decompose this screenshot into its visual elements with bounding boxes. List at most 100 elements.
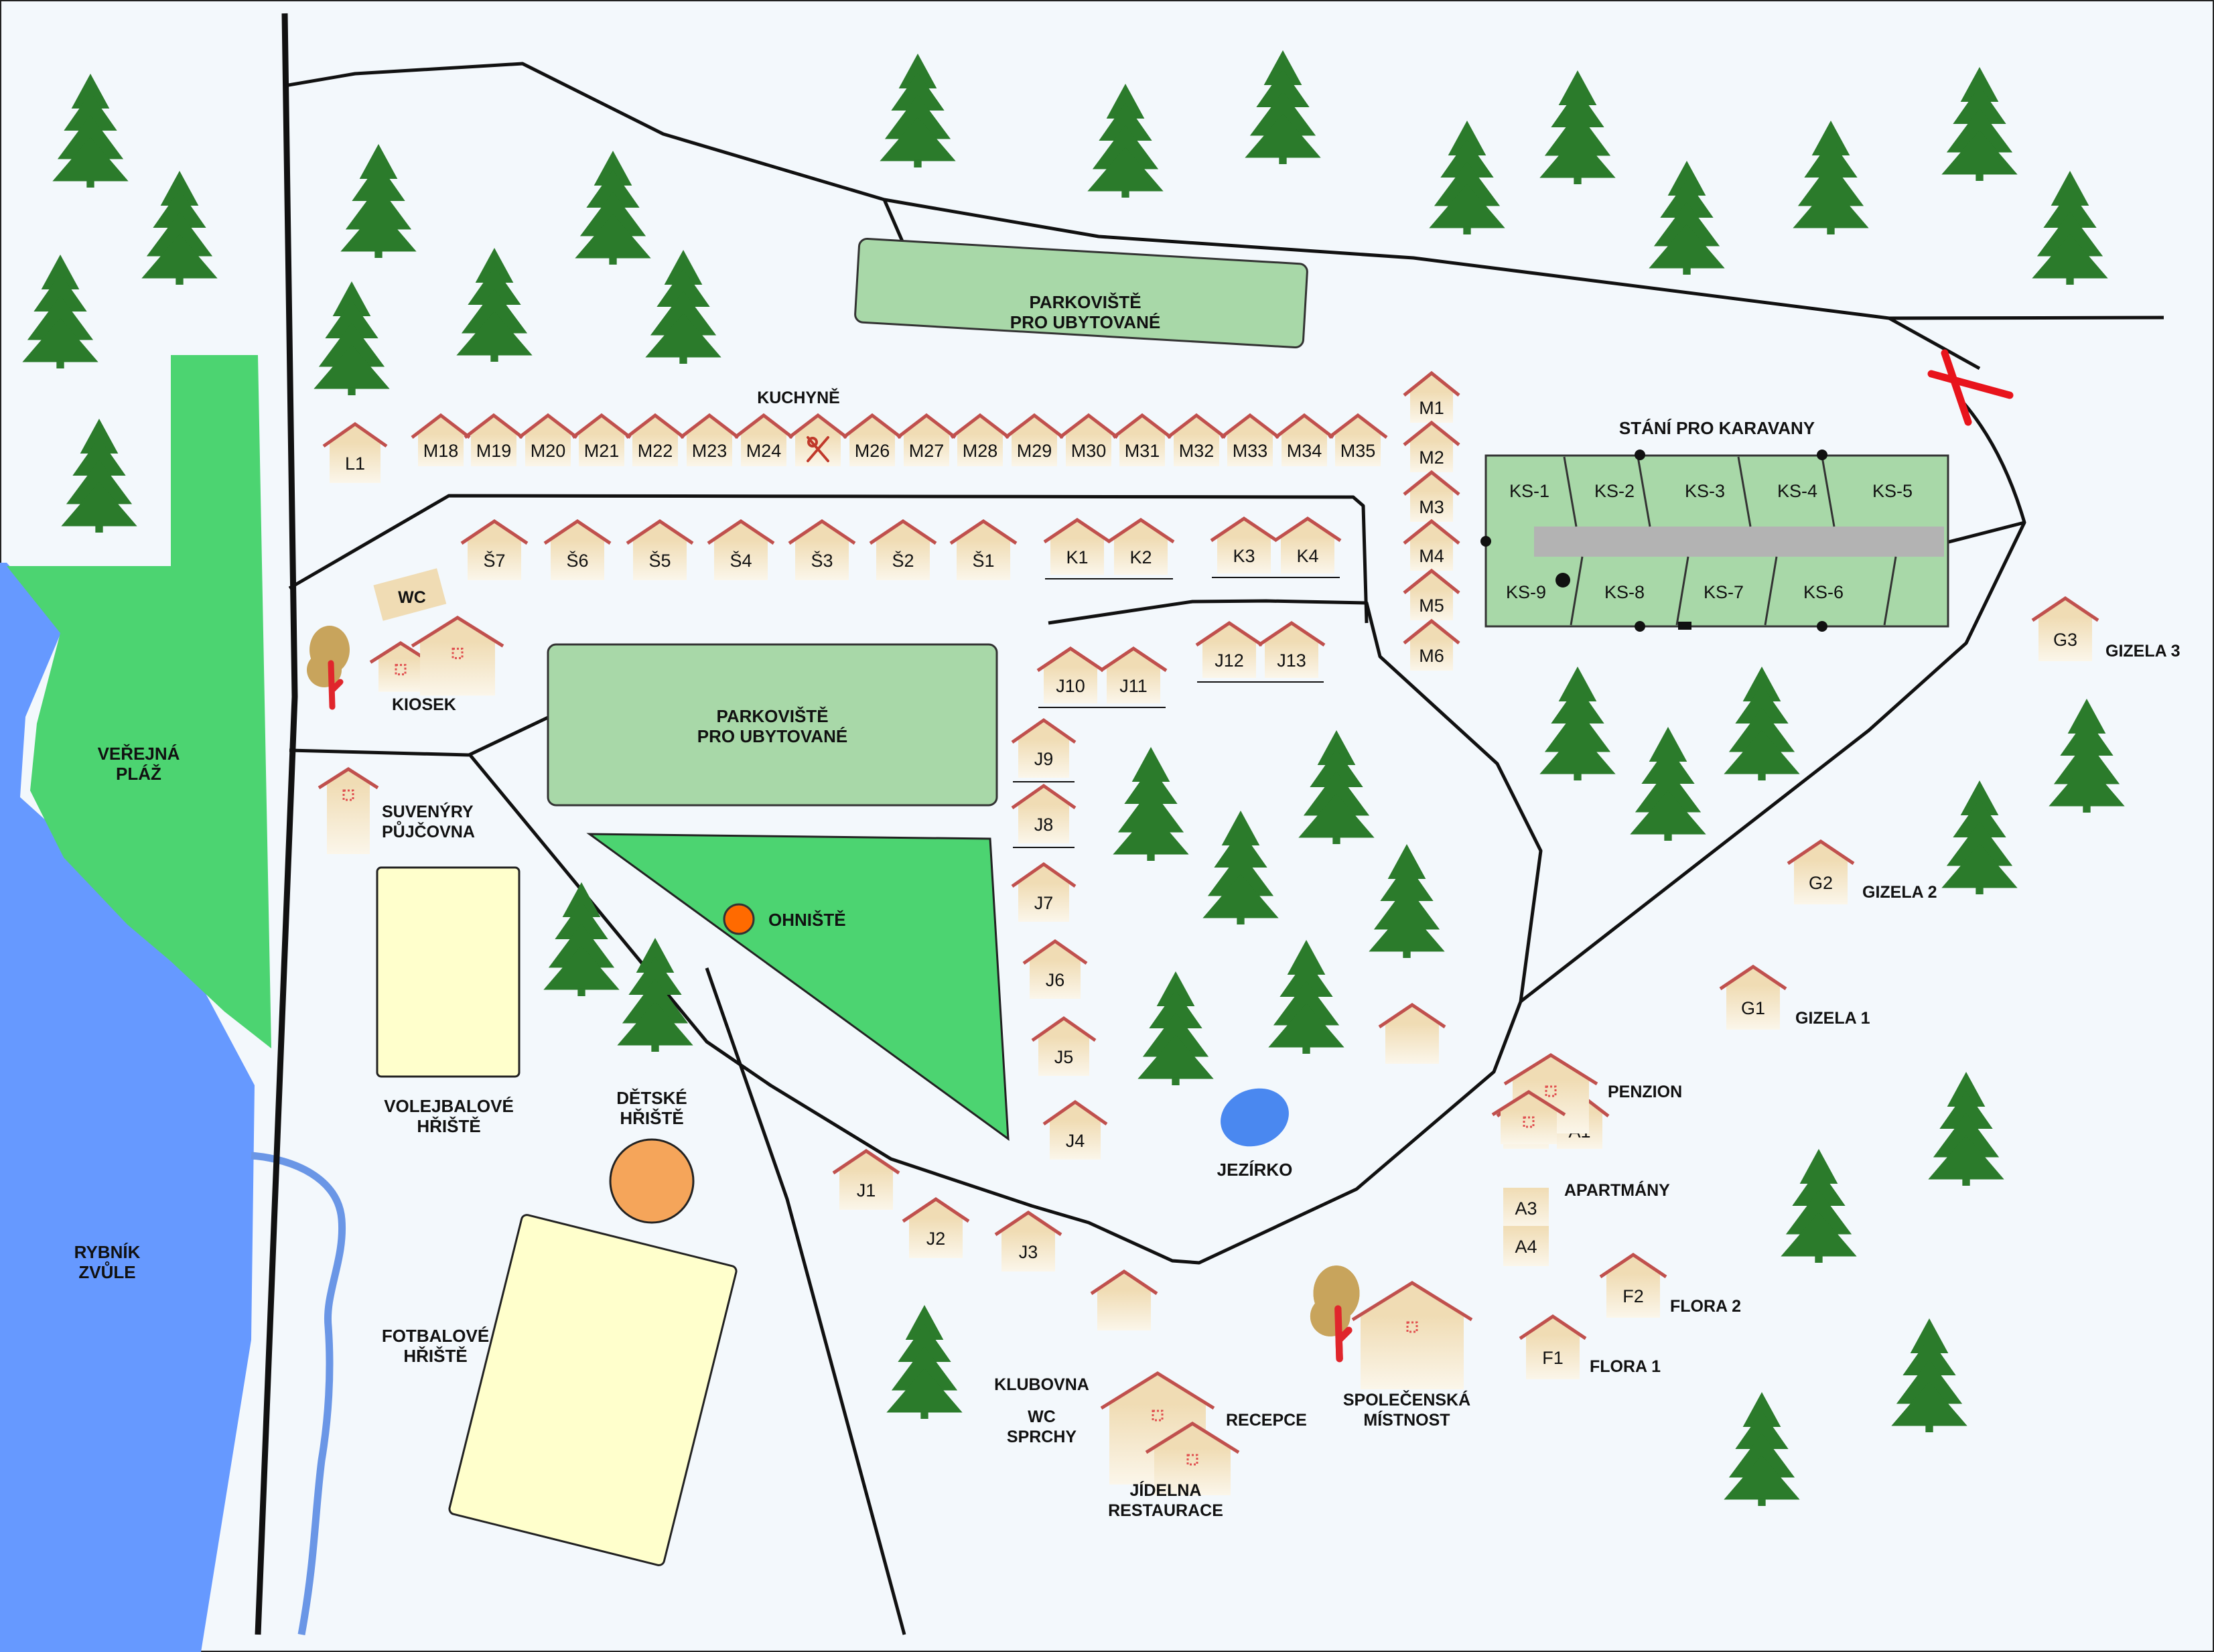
cabin-m26[interactable]: M26 <box>842 413 902 466</box>
cabin-m27[interactable]: M27 <box>896 413 957 466</box>
svg-text:M3: M3 <box>1419 497 1444 517</box>
svg-text:M29: M29 <box>1017 441 1052 461</box>
caravan-slot-ks1[interactable]: KS-1 <box>1509 481 1549 501</box>
cabin-j13[interactable]: J13 <box>1257 620 1326 683</box>
wc-building[interactable] <box>373 568 447 621</box>
cabin-j4[interactable]: J4 <box>1042 1099 1108 1160</box>
cabin-unlabeled[interactable] <box>1378 1002 1446 1064</box>
beach-label-1: VEŘEJNÁ <box>98 744 180 764</box>
small-lake <box>1221 1088 1289 1147</box>
svg-text:M1: M1 <box>1419 398 1444 418</box>
cabin-k4[interactable]: K4 <box>1273 516 1342 578</box>
caravan-slot-ks4[interactable]: KS-4 <box>1777 481 1817 501</box>
cabin-f2[interactable]: F2 <box>1599 1252 1667 1318</box>
apartment-a4[interactable]: A4 <box>1503 1226 1549 1266</box>
cabin-m35[interactable]: M35 <box>1328 413 1388 466</box>
cabin-s4[interactable]: Š4 <box>707 519 775 580</box>
cabin-g3[interactable]: G3 <box>2031 596 2099 661</box>
cabin-m22[interactable]: M22 <box>625 413 685 466</box>
reception-label: RECEPCE <box>1226 1411 1307 1430</box>
cabin-m30[interactable]: M30 <box>1058 413 1119 466</box>
social-room-building[interactable] <box>1351 1281 1473 1389</box>
cabin-j1[interactable]: J1 <box>832 1148 900 1210</box>
svg-text:Š3: Š3 <box>811 550 833 571</box>
svg-text:M32: M32 <box>1179 441 1215 461</box>
apartment-a3[interactable]: A3 <box>1503 1188 1549 1228</box>
souvenir-shop-building[interactable] <box>318 767 379 854</box>
caravan-slot-ks7[interactable]: KS-7 <box>1704 582 1744 602</box>
cabin-m23[interactable]: M23 <box>679 413 740 466</box>
caravan-slot-ks5[interactable]: KS-5 <box>1872 481 1913 501</box>
cabin-m6[interactable]: M6 <box>1403 618 1460 671</box>
caravan-area <box>1480 450 1949 632</box>
cabin-g2[interactable]: G2 <box>1787 839 1855 904</box>
cabin-f1[interactable]: F1 <box>1519 1314 1587 1379</box>
showers-label-1: WC <box>1028 1407 1056 1426</box>
svg-text:J7: J7 <box>1034 893 1054 913</box>
cabin-m2[interactable]: M2 <box>1403 420 1460 472</box>
cabin-m5[interactable]: M5 <box>1403 568 1460 620</box>
caravan-slot-ks8[interactable]: KS-8 <box>1604 582 1645 602</box>
svg-text:M22: M22 <box>638 441 673 461</box>
cabin-m34[interactable]: M34 <box>1274 413 1334 466</box>
cabin-m1[interactable]: M1 <box>1403 370 1460 423</box>
cabin-m4[interactable]: M4 <box>1403 519 1460 571</box>
parking-top-label-2: PRO UBYTOVANÉ <box>1010 312 1160 332</box>
cabin-m18[interactable]: M18 <box>411 413 471 466</box>
cabin-l1[interactable]: L1 <box>322 421 388 483</box>
cabin-j3[interactable]: J3 <box>994 1210 1062 1271</box>
cabin-s5[interactable]: Š5 <box>626 519 694 580</box>
cabin-m28[interactable]: M28 <box>950 413 1010 466</box>
caravan-slot-ks3[interactable]: KS-3 <box>1685 481 1725 501</box>
caravan-slot-ks6[interactable]: KS-6 <box>1803 582 1844 602</box>
caravan-slot-ks2[interactable]: KS-2 <box>1594 481 1635 501</box>
fireplace-meadow <box>586 833 1010 1142</box>
cabin-m24[interactable]: M24 <box>734 413 794 466</box>
svg-text:M28: M28 <box>963 441 998 461</box>
cabin-j5[interactable]: J5 <box>1031 1016 1097 1076</box>
cabin-m19[interactable]: M19 <box>464 413 524 466</box>
svg-text:J8: J8 <box>1034 815 1054 835</box>
svg-text:M33: M33 <box>1233 441 1268 461</box>
svg-text:F1: F1 <box>1542 1348 1564 1368</box>
cabin-m33[interactable]: M33 <box>1220 413 1280 466</box>
cabin-k3[interactable]: K3 <box>1210 516 1278 578</box>
svg-text:Š4: Š4 <box>730 550 752 571</box>
cabin-m31[interactable]: M31 <box>1112 413 1172 466</box>
cabin-s7[interactable]: Š7 <box>460 519 529 580</box>
cabin-s6[interactable]: Š6 <box>543 519 612 580</box>
cabin-unlabeled[interactable] <box>1090 1269 1158 1330</box>
svg-text:J3: J3 <box>1019 1242 1038 1262</box>
kiosk-building[interactable] <box>369 641 432 692</box>
cabin-j2[interactable]: J2 <box>902 1196 970 1258</box>
cabin-k1[interactable]: K1 <box>1043 517 1111 579</box>
svg-text:M4: M4 <box>1419 546 1444 566</box>
cabin-s1[interactable]: Š1 <box>949 519 1018 580</box>
gizela1-label: GIZELA 1 <box>1795 1009 1870 1028</box>
fireplace-marker <box>723 903 755 935</box>
cabin-j8[interactable]: J8 <box>1011 783 1077 848</box>
dining-building[interactable] <box>1145 1422 1240 1495</box>
svg-text:M27: M27 <box>909 441 945 461</box>
cabin-j12[interactable]: J12 <box>1195 620 1263 683</box>
cabin-m29[interactable]: M29 <box>1004 413 1064 466</box>
penzion-annex[interactable] <box>1491 1090 1566 1144</box>
cabin-j11[interactable]: J11 <box>1099 646 1168 708</box>
cabin-m21[interactable]: M21 <box>571 413 632 466</box>
volleyball-court <box>376 866 521 1078</box>
cabin-k2[interactable]: K2 <box>1107 517 1175 579</box>
cabin-m20[interactable]: M20 <box>518 413 578 466</box>
svg-text:M18: M18 <box>423 441 459 461</box>
kiosk-building-main[interactable] <box>411 616 504 696</box>
cabin-m32[interactable]: M32 <box>1166 413 1227 466</box>
cabin-j10[interactable]: J10 <box>1036 646 1105 708</box>
cabin-s3[interactable]: Š3 <box>788 519 856 580</box>
cabin-m3[interactable]: M3 <box>1403 470 1460 522</box>
cabin-j9[interactable]: J9 <box>1011 717 1077 782</box>
cabin-g1[interactable]: G1 <box>1719 964 1787 1030</box>
caravan-slot-ks9[interactable]: KS-9 <box>1506 582 1546 602</box>
cabin-j6[interactable]: J6 <box>1022 939 1088 999</box>
cabin-s2[interactable]: Š2 <box>869 519 937 580</box>
cabin-j7[interactable]: J7 <box>1011 862 1077 922</box>
